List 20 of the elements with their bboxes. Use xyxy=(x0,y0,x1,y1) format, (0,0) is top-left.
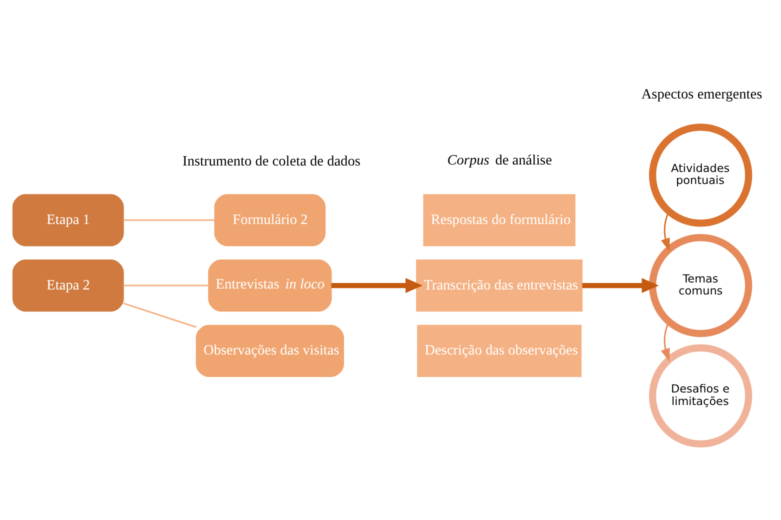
node-circle: Atividades pontuais xyxy=(649,124,752,227)
node-box: Observações das visitas xyxy=(196,324,344,377)
node-box: Etapa 1 xyxy=(12,194,124,246)
node-box: Entrevistas in loco xyxy=(208,260,332,312)
node-box: Transcrição das entrevistas xyxy=(416,260,583,312)
node-box: Etapa 2 xyxy=(12,260,124,312)
node-box: Formulário 2 xyxy=(214,194,326,246)
node-circle: Desafios e limitações xyxy=(649,344,752,448)
label: Corpus de análise xyxy=(447,152,552,169)
connector xyxy=(123,219,215,221)
connector xyxy=(123,284,209,286)
label: Instrumento de coleta de dados xyxy=(182,154,360,170)
arrow xyxy=(660,211,670,252)
arrow xyxy=(331,278,423,294)
node-box: Respostas do formulário xyxy=(423,194,576,246)
label: Aspectos emergentes xyxy=(641,86,762,102)
connector xyxy=(123,302,196,328)
node-box: Descrição das observações xyxy=(417,324,582,377)
arrow xyxy=(582,278,659,294)
node-circle: Temas comuns xyxy=(649,234,752,338)
